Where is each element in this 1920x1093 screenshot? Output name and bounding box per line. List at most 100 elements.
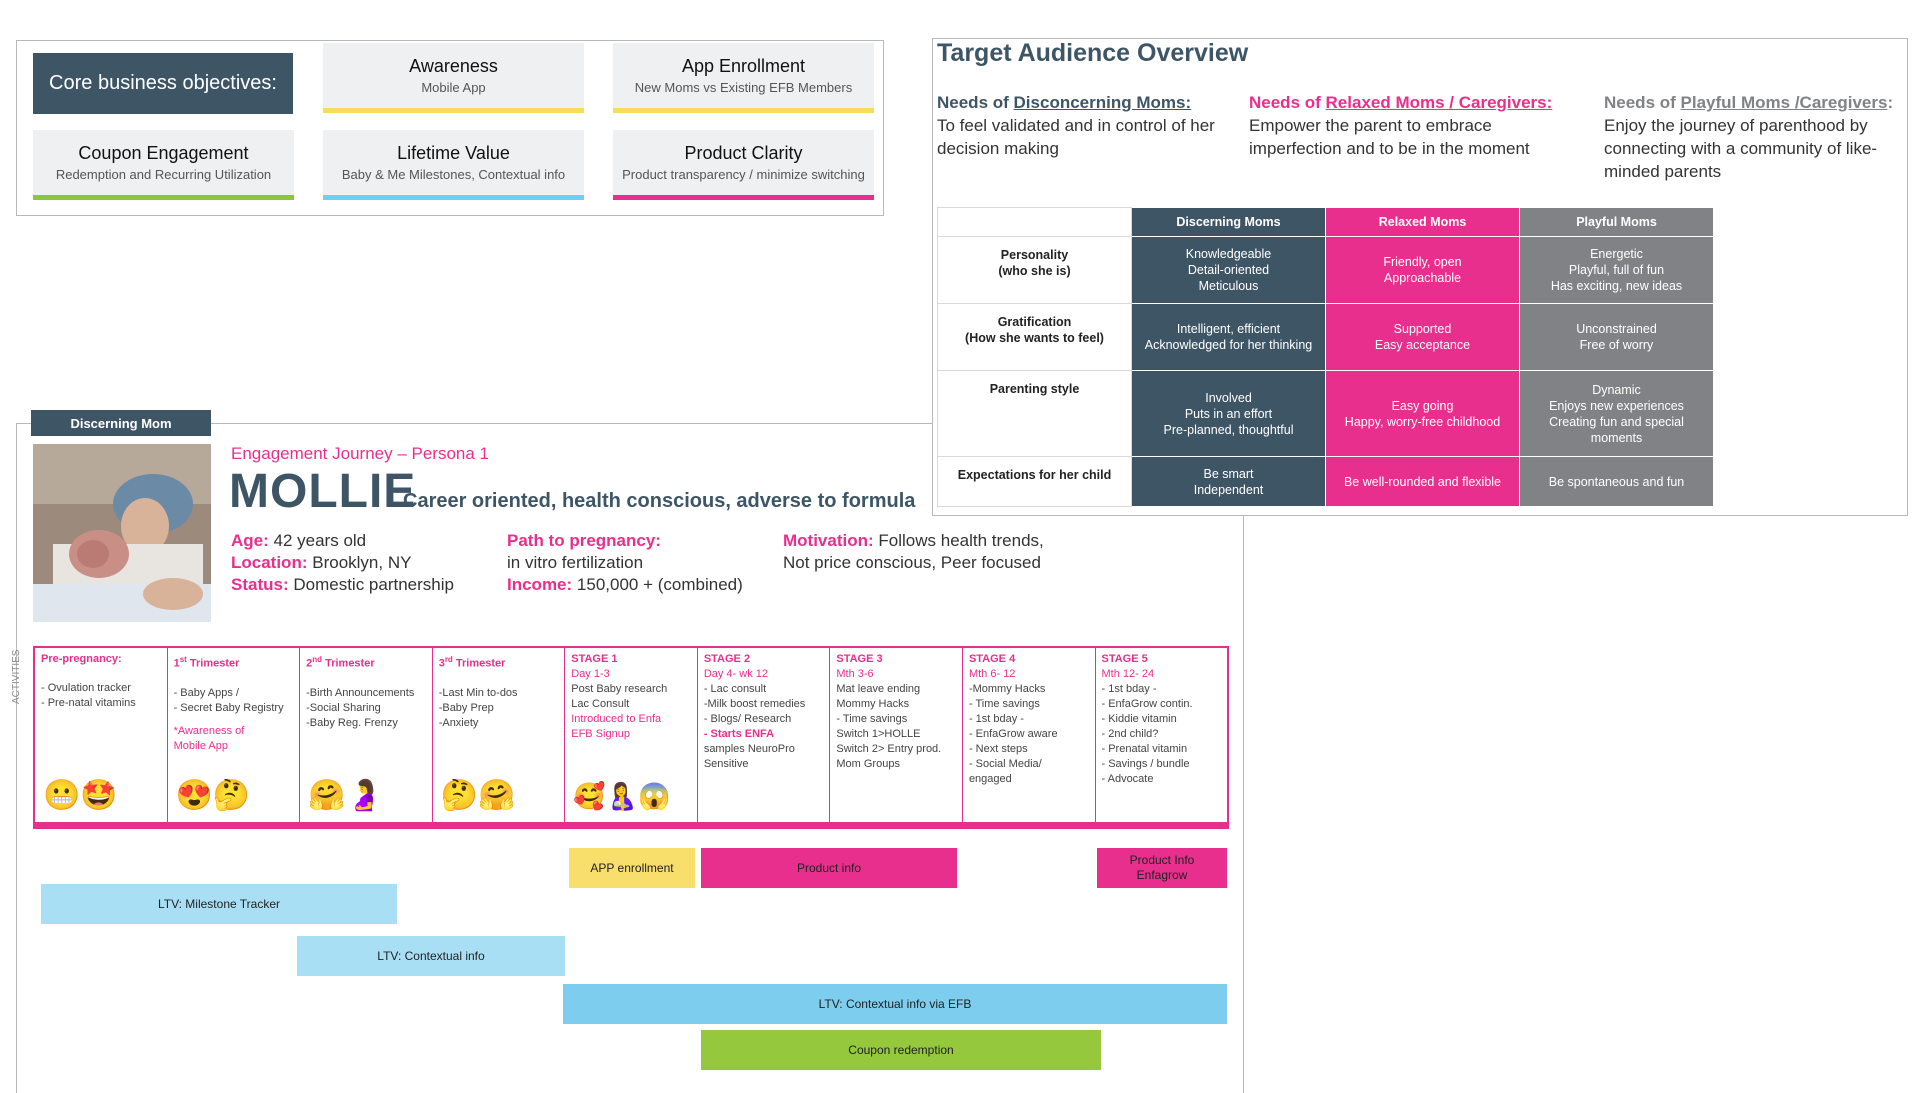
table-cell: Knowledgeable Detail-oriented Meticulous <box>1131 236 1326 304</box>
table-cell: Energetic Playful, full of fun Has excit… <box>1519 236 1714 304</box>
table-cell: Intelligent, efficient Acknowledged for … <box>1131 303 1326 371</box>
table-cell: Involved Puts in an effort Pre-planned, … <box>1131 370 1326 457</box>
audience-title: Target Audience Overview <box>937 39 1249 67</box>
app-enrollment-bar: APP enrollment <box>569 848 695 888</box>
journey-stages: Pre-pregnancy: - Ovulation tracker - Pre… <box>33 646 1229 824</box>
persona-facts-col-3: Motivation: Follows health trends, Not p… <box>783 530 1044 574</box>
column-header: Relaxed Moms <box>1325 207 1520 237</box>
stage-items: Post Baby research Lac Consult <box>571 683 668 710</box>
stage-3: STAGE 3 Mth 3-6 Mat leave ending Mommy H… <box>830 648 963 822</box>
stage-first-trimester: 1st Trimester - Baby Apps / - Secret Bab… <box>168 648 301 822</box>
needs-body: Enjoy the journey of parenthood by conne… <box>1604 116 1878 181</box>
product-info-enfagrow-bar: Product Info Enfagrow <box>1097 848 1227 888</box>
stage-days: Day 1-3 <box>571 668 610 680</box>
persona-facts-col-1: Age: 42 years old Location: Brooklyn, NY… <box>231 530 454 596</box>
needs-body: To feel validated and in control of her … <box>937 116 1215 158</box>
table-cell: Supported Easy acceptance <box>1325 303 1520 371</box>
business-objectives-panel: Core business objectives: Awareness Mobi… <box>16 40 884 216</box>
fact-value: Not price conscious, Peer focused <box>783 553 1041 572</box>
stage-pre-pregnancy: Pre-pregnancy: - Ovulation tracker - Pre… <box>35 648 168 822</box>
table-cell: Be well-rounded and flexible <box>1325 456 1520 507</box>
objective-product-clarity: Product Clarity Product transparency / m… <box>613 130 874 200</box>
objective-subtitle: Product transparency / minimize switchin… <box>622 167 865 182</box>
fact-value: Domestic partnership <box>293 575 454 594</box>
stage-2: STAGE 2 Day 4- wk 12 - Lac consult -Milk… <box>698 648 831 822</box>
table-row: Parenting style Involved Puts in an effo… <box>937 370 1714 457</box>
stage-heading: 1st Trimester <box>173 655 240 670</box>
objective-title: Awareness <box>409 56 498 76</box>
stage-items: - Lac consult -Milk boost remedies - Blo… <box>703 683 806 725</box>
objective-title: Coupon Engagement <box>78 143 249 163</box>
stage-second-trimester: 2nd Trimester -Birth Announcements -Soci… <box>300 648 433 822</box>
table-corner <box>937 207 1132 237</box>
fact-value: 42 years old <box>273 531 367 550</box>
stage-heading: STAGE 4 <box>968 653 1016 665</box>
objective-subtitle: Mobile App <box>421 80 486 95</box>
table-cell: Friendly, open Approachable <box>1325 236 1520 304</box>
stage-heading: STAGE 1 <box>571 653 618 665</box>
journey-label: Engagement Journey – Persona 1 <box>231 444 490 463</box>
stage-days: Mth 3-6 <box>836 668 874 680</box>
emoji-grimace-starstruck-icon: 😬🤩 <box>43 779 118 812</box>
table-cell: Unconstrained Free of worry <box>1519 303 1714 371</box>
stage-items-tail: samples NeuroPro Sensitive <box>703 743 795 770</box>
persona-traits-table: Discerning Moms Relaxed Moms Playful Mom… <box>937 207 1714 507</box>
row-label: Expectations for her child <box>937 456 1132 507</box>
activities-side-label: ACTIVITIES <box>11 649 22 704</box>
ltv-contextual-info-bar: LTV: Contextual info <box>297 936 565 976</box>
fact-value: in vitro fertilization <box>507 553 644 572</box>
fact-label: Location: <box>231 553 308 572</box>
persona-facts-col-2: Path to pregnancy: in vitro fertilizatio… <box>507 530 743 596</box>
emoji-heart-eyes-thinking-icon: 😍🤔 <box>175 779 251 812</box>
stage-heading: STAGE 3 <box>836 653 883 665</box>
fact-value: 150,000 + (combined) <box>576 575 743 594</box>
objective-lifetime-value: Lifetime Value Baby & Me Milestones, Con… <box>323 130 584 200</box>
objective-subtitle: Baby & Me Milestones, Contextual info <box>341 167 566 182</box>
persona-journey-panel: Discerning Mom Engagement Journey – Pers… <box>11 410 1244 1093</box>
stage-heading: 2nd Trimester <box>306 655 375 670</box>
objective-awareness: Awareness Mobile App <box>323 43 584 113</box>
stage-third-trimester: 3rd Trimester -Last Min to-dos -Baby Pre… <box>433 648 566 822</box>
stage-heading: STAGE 2 <box>703 653 751 665</box>
stage-heading: 3rd Trimester <box>438 655 506 670</box>
stage-items: -Last Min to-dos -Baby Prep -Anxiety <box>438 686 518 729</box>
table-cell: Easy going Happy, worry-free childhood <box>1325 370 1520 457</box>
objective-title: Product Clarity <box>684 143 803 163</box>
objective-subtitle: New Moms vs Existing EFB Members <box>634 80 853 95</box>
fact-label: Motivation: <box>783 531 874 550</box>
row-label: Gratification (How she wants to feel) <box>937 303 1132 371</box>
stage-items: -Birth Announcements -Social Sharing -Ba… <box>306 686 415 729</box>
stage-highlight: Introduced to Enfa EFB Signup <box>571 713 662 740</box>
objective-subtitle: Redemption and Recurring Utilization <box>55 167 272 182</box>
persona-name: MOLLIE <box>229 465 417 518</box>
ltv-milestone-tracker-bar: LTV: Milestone Tracker <box>41 884 397 924</box>
column-header: Discerning Moms <box>1131 207 1326 237</box>
mother-newborn-image <box>33 444 211 622</box>
persona-tagline: Career oriented, health conscious, adver… <box>403 490 916 512</box>
emoji-hug-pregnant-icon: 🤗🤰 <box>308 779 383 812</box>
table-cell: Be spontaneous and fun <box>1519 456 1714 507</box>
stage-highlight: - Starts ENFA <box>703 728 775 740</box>
stage-items: Mat leave ending Mommy Hacks - Time savi… <box>836 683 942 770</box>
needs-body: Empower the parent to embrace imperfecti… <box>1249 116 1530 158</box>
stage-items: - 1st bday - - EnfaGrow contin. - Kiddie… <box>1101 683 1193 785</box>
fact-value: Brooklyn, NY <box>312 553 412 572</box>
stage-highlight: *Awareness of Mobile App <box>173 724 245 752</box>
table-header-row: Discerning Moms Relaxed Moms Playful Mom… <box>937 207 1714 237</box>
row-label: Personality (who she is) <box>937 236 1132 304</box>
persona-tag: Discerning Mom <box>31 410 211 436</box>
table-row: Expectations for her child Be smart Inde… <box>937 456 1714 507</box>
needs-playful: Needs of Playful Moms /Caregivers: Enjoy… <box>1604 91 1900 183</box>
fact-label: Path to pregnancy: <box>507 531 661 550</box>
stage-heading: STAGE 5 <box>1101 653 1148 665</box>
stage-items: -Mommy Hacks - Time savings - 1st bday -… <box>968 683 1058 785</box>
stage-4: STAGE 4 Mth 6- 12 -Mommy Hacks - Time sa… <box>963 648 1096 822</box>
stage-days: Mth 6- 12 <box>968 668 1016 680</box>
fact-label: Age: <box>231 531 269 550</box>
needs-relaxed: Needs of Relaxed Moms / Caregivers: Empo… <box>1249 91 1569 160</box>
fact-value: Follows health trends, <box>878 531 1044 550</box>
emoji-thinking-hug-icon: 🤔🤗 <box>440 779 516 812</box>
column-header: Playful Moms <box>1519 207 1714 237</box>
table-row: Gratification (How she wants to feel) In… <box>937 303 1714 371</box>
stage-items: - Ovulation tracker - Pre-natal vitamins <box>41 682 136 709</box>
